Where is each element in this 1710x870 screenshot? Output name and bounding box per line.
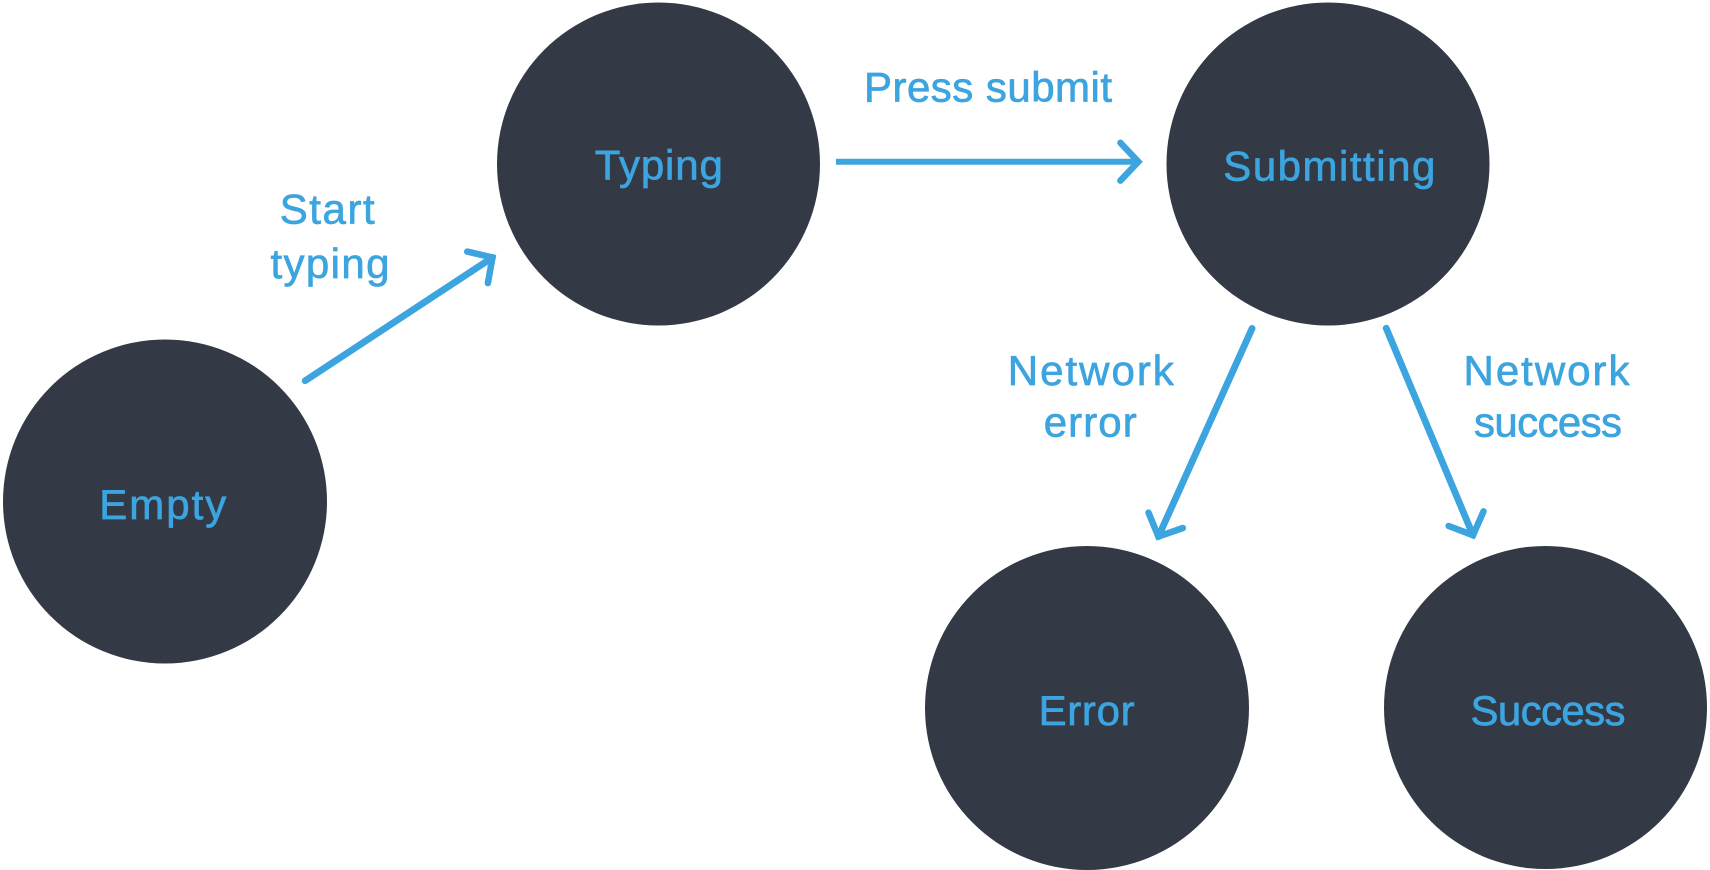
svg-text:Empty: Empty bbox=[99, 481, 226, 528]
svg-text:Success: Success bbox=[1471, 687, 1626, 734]
svg-text:success: success bbox=[1474, 398, 1622, 445]
svg-text:Submitting: Submitting bbox=[1223, 143, 1435, 190]
svg-text:Network: Network bbox=[1008, 347, 1175, 394]
svg-text:Press submit: Press submit bbox=[864, 64, 1112, 111]
svg-text:Typing: Typing bbox=[595, 142, 723, 189]
svg-text:Start: Start bbox=[280, 186, 375, 233]
svg-text:error: error bbox=[1044, 398, 1137, 445]
svg-text:typing: typing bbox=[271, 240, 390, 287]
svg-text:Error: Error bbox=[1039, 687, 1135, 734]
svg-text:Network: Network bbox=[1464, 347, 1631, 394]
